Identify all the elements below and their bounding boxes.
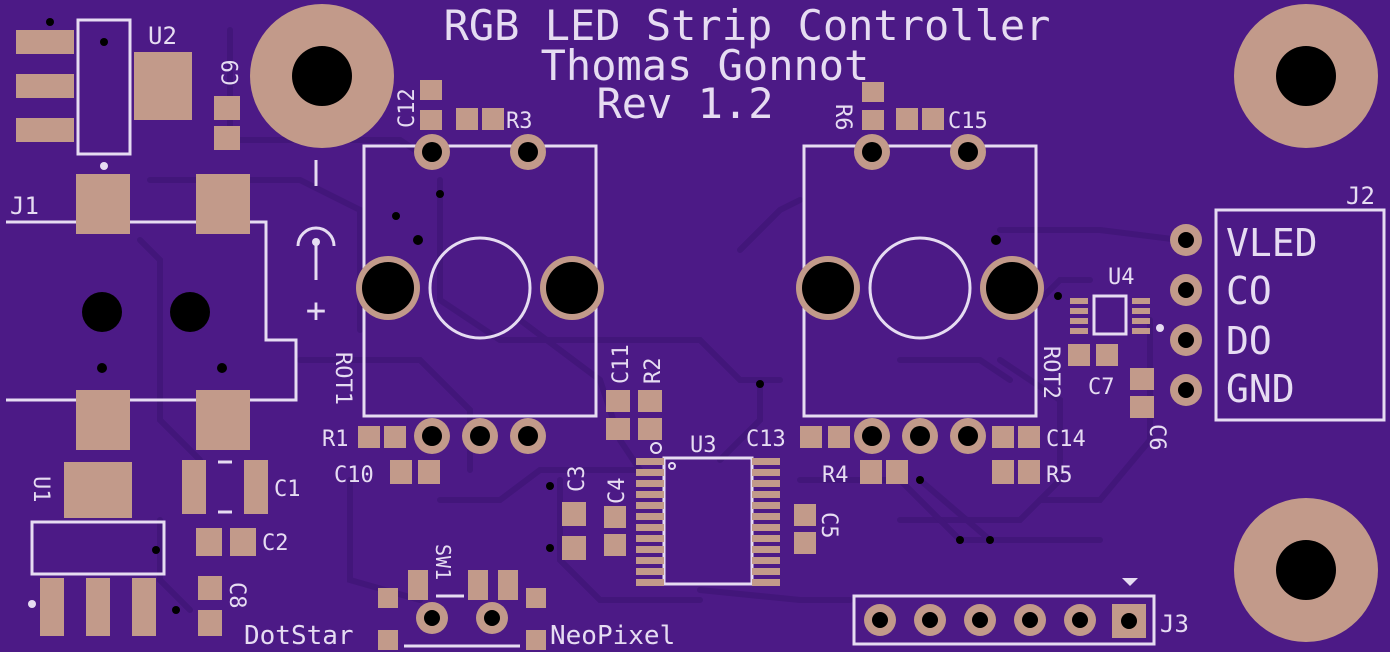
r6-pad [862, 82, 884, 102]
c2-pad [196, 528, 222, 556]
j2-pin-gnd: GND [1226, 367, 1295, 411]
c12-pad [420, 80, 442, 100]
switch-label-neopixel: NeoPixel [550, 621, 675, 651]
ref-c11: C11 [609, 344, 634, 384]
ref-sw1: SW1 [431, 544, 455, 580]
r4-pad [860, 460, 882, 484]
j2-output-connector [1170, 208, 1386, 422]
ref-r2: R2 [641, 358, 666, 385]
ref-r1: R1 [322, 427, 349, 452]
ref-u4: U4 [1108, 265, 1135, 290]
c11-pad [606, 390, 630, 412]
rot2-encoder [796, 134, 1044, 454]
vias [46, 18, 1062, 614]
u1-regulator [28, 462, 166, 636]
ref-r6: R6 [830, 104, 855, 131]
ref-c4: C4 [605, 478, 630, 505]
ref-c1: C1 [274, 477, 301, 502]
u4-level-shifter [1070, 294, 1164, 336]
r2-pad [638, 390, 662, 412]
polarity-plus: + [306, 291, 326, 331]
ref-u2: U2 [148, 22, 177, 50]
board-title: RGB LED Strip Controller [444, 1, 1051, 50]
ref-c8: C8 [224, 582, 249, 609]
ref-c15: C15 [948, 109, 988, 134]
ref-rot2: ROT2 [1038, 346, 1063, 399]
c9-pad [214, 96, 240, 120]
ref-c5: C5 [816, 512, 841, 539]
ref-u3: U3 [690, 433, 717, 458]
ref-c2: C2 [262, 531, 289, 556]
j2-pin-co: CO [1226, 269, 1272, 313]
c4-pad [604, 506, 626, 528]
ref-rot1: ROT1 [330, 352, 355, 405]
r1-pad [358, 426, 380, 448]
j1-barrel-jack [6, 174, 298, 450]
ref-c9: C9 [219, 60, 244, 87]
j3-program-header [852, 578, 1156, 646]
c10-pad [390, 460, 412, 484]
c14-pad [992, 426, 1014, 448]
ref-c3: C3 [565, 466, 590, 493]
c8-pad [198, 576, 222, 600]
ref-j2: J2 [1346, 182, 1375, 210]
ref-c12: C12 [395, 88, 420, 128]
j2-pin-vled: VLED [1226, 221, 1318, 265]
u2-regulator [16, 18, 192, 170]
switch-label-dotstar: DotStar [244, 621, 354, 651]
ref-u1: U1 [28, 476, 53, 503]
ref-c13: C13 [746, 427, 786, 452]
ref-j1: J1 [10, 192, 39, 220]
c13-pad [800, 426, 822, 448]
ref-c7: C7 [1088, 375, 1115, 400]
mounting-holes [250, 4, 1378, 642]
board-author: Thomas Gonnot [541, 41, 870, 90]
u3-microcontroller [636, 442, 780, 586]
ref-j3: J3 [1160, 610, 1189, 638]
ref-c6: C6 [1144, 424, 1169, 451]
c3-pad [562, 502, 586, 526]
ref-c14: C14 [1046, 427, 1086, 452]
c6-pad [1130, 368, 1154, 390]
ref-c10: C10 [334, 463, 374, 488]
r3-pad [456, 108, 478, 130]
rot1-encoder [356, 134, 604, 454]
ref-r3: R3 [506, 109, 533, 134]
board-revision: Rev 1.2 [596, 79, 773, 128]
j2-pin-do: DO [1226, 319, 1272, 363]
c15-pad [896, 108, 918, 130]
ref-r5: R5 [1046, 463, 1073, 488]
polarity-mark: + [296, 160, 336, 331]
c1-capacitor [182, 460, 268, 514]
c5-pad [794, 504, 816, 526]
sw1-mode-switch [378, 570, 546, 650]
c7-pad [1068, 344, 1090, 366]
ref-r4: R4 [822, 463, 849, 488]
r5-pad [992, 460, 1014, 484]
